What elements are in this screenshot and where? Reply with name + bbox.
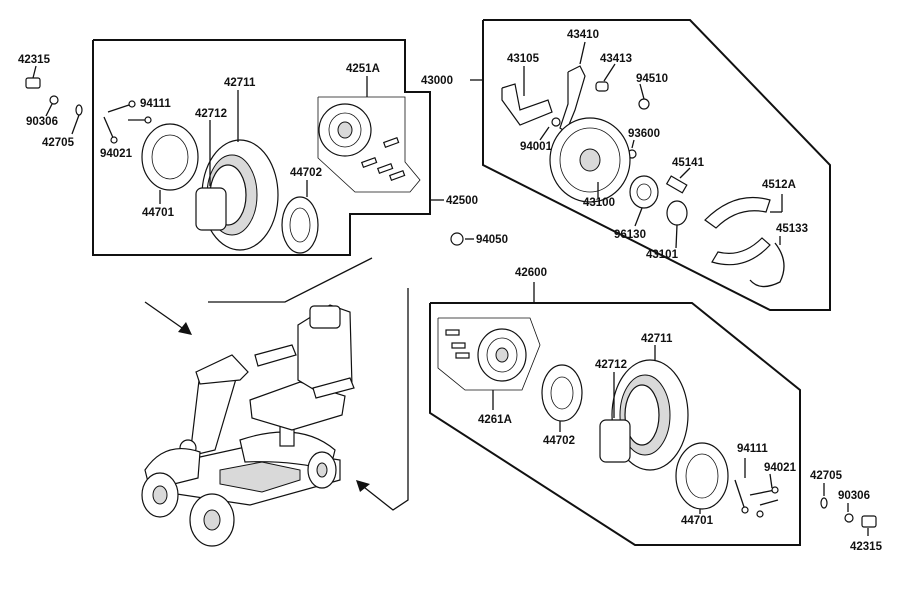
plate-right bbox=[541, 364, 583, 422]
nut-90306-right bbox=[844, 513, 854, 523]
washer-42705-left bbox=[75, 104, 83, 116]
bracket-43105 bbox=[501, 83, 553, 126]
hub-box-4251a bbox=[317, 96, 421, 193]
scooter-wheels bbox=[141, 451, 337, 547]
part-45133-label: 45133 bbox=[776, 223, 808, 235]
nut-90306-left bbox=[49, 95, 59, 105]
brake-shoe-lower bbox=[711, 237, 771, 266]
bolts-left bbox=[103, 100, 152, 144]
hub-bolts bbox=[360, 136, 406, 181]
part-94050-label: 94050 bbox=[476, 234, 508, 246]
spring-45133 bbox=[749, 242, 785, 288]
part-96130-label: 96130 bbox=[614, 229, 646, 241]
bolts-right bbox=[734, 479, 779, 518]
nut-94510 bbox=[638, 98, 650, 110]
cap-42315-left bbox=[25, 77, 41, 89]
part-94001-label: 94001 bbox=[520, 141, 553, 153]
part-42315-label-right: 42315 bbox=[850, 541, 883, 553]
scooter-armrest-right bbox=[312, 377, 355, 399]
group-42600-frame bbox=[429, 302, 801, 546]
part-44702-label-bottom: 44702 bbox=[543, 435, 575, 447]
hub-box-4261a bbox=[437, 317, 541, 391]
hub-bolts-lower bbox=[445, 329, 470, 359]
part-44702-label-top: 44702 bbox=[290, 167, 322, 179]
part-94510-label: 94510 bbox=[636, 73, 668, 85]
part-43100-label: 43100 bbox=[583, 197, 615, 209]
group-43000-frame bbox=[482, 19, 831, 311]
bearing-96130 bbox=[629, 175, 659, 209]
brake-shoe-upper bbox=[704, 196, 771, 229]
disc-right bbox=[675, 442, 729, 510]
scooter-handlebar bbox=[195, 354, 249, 385]
part-42705-label-left: 42705 bbox=[42, 137, 75, 149]
part-43410-label: 43410 bbox=[567, 29, 599, 41]
part-4251a-label: 4251A bbox=[346, 63, 380, 75]
scooter-illustration bbox=[141, 304, 355, 547]
scooter-armrest-left bbox=[254, 344, 297, 367]
part-43105-label: 43105 bbox=[507, 53, 540, 65]
loose-parts-right: 42705 90306 42315 bbox=[810, 470, 883, 553]
part-94021-label-left: 94021 bbox=[100, 148, 133, 160]
bushing-43101 bbox=[666, 200, 688, 226]
washer-42705-right bbox=[820, 497, 828, 509]
washer-94001 bbox=[551, 117, 561, 127]
part-43101-label: 43101 bbox=[646, 249, 679, 261]
part-42705-label-right: 42705 bbox=[810, 470, 843, 482]
part-42712-label-top: 42712 bbox=[195, 108, 227, 120]
group-43000: 43000 43105 43410 43413 94510 94001 9360… bbox=[421, 19, 831, 311]
rim-right bbox=[599, 419, 631, 463]
lever-43410 bbox=[559, 65, 586, 133]
loose-parts-left: 42315 90306 42705 bbox=[18, 54, 83, 149]
rim-left bbox=[195, 187, 227, 231]
group-42500-frame bbox=[92, 39, 431, 256]
part-42315-label-left: 42315 bbox=[18, 54, 51, 66]
part-44701-label-bottom: 44701 bbox=[681, 515, 714, 527]
part-4261a-label: 4261A bbox=[478, 414, 512, 426]
group-43000-label: 43000 bbox=[421, 75, 453, 87]
leader-arrows bbox=[144, 257, 409, 511]
part-4512a-label: 4512A bbox=[762, 179, 796, 191]
part-45141-label: 45141 bbox=[672, 157, 705, 169]
part-43413-label: 43413 bbox=[600, 53, 632, 65]
part-44701-label-top: 44701 bbox=[142, 207, 175, 219]
part-42712-label-bottom: 42712 bbox=[595, 359, 627, 371]
part-94111-label-left: 94111 bbox=[140, 98, 171, 110]
disc-left bbox=[141, 123, 199, 191]
group-42600-label: 42600 bbox=[515, 267, 547, 279]
plate-left bbox=[281, 196, 319, 254]
group-42500: 42500 4251A 42711 42712 44701 bbox=[92, 39, 478, 256]
part-42711-label-top: 42711 bbox=[224, 77, 256, 89]
pin-43413 bbox=[595, 81, 609, 92]
group-42500-label: 42500 bbox=[446, 195, 478, 207]
cap-42315-right bbox=[861, 515, 877, 528]
part-93600-label: 93600 bbox=[628, 128, 660, 140]
part-90306-label-right: 90306 bbox=[838, 490, 870, 502]
part-42711-label-bottom: 42711 bbox=[641, 333, 673, 345]
scooter-headrest bbox=[309, 305, 341, 329]
group-42600: 42600 4261A 44702 42711 42712 4470 bbox=[429, 267, 801, 546]
part-94111-label-right: 94111 bbox=[737, 443, 768, 455]
loose-nut-94050: 94050 bbox=[450, 232, 508, 246]
part-94021-label-right: 94021 bbox=[764, 462, 797, 474]
part-90306-label-left: 90306 bbox=[26, 116, 58, 128]
sensor-45141 bbox=[665, 175, 688, 194]
